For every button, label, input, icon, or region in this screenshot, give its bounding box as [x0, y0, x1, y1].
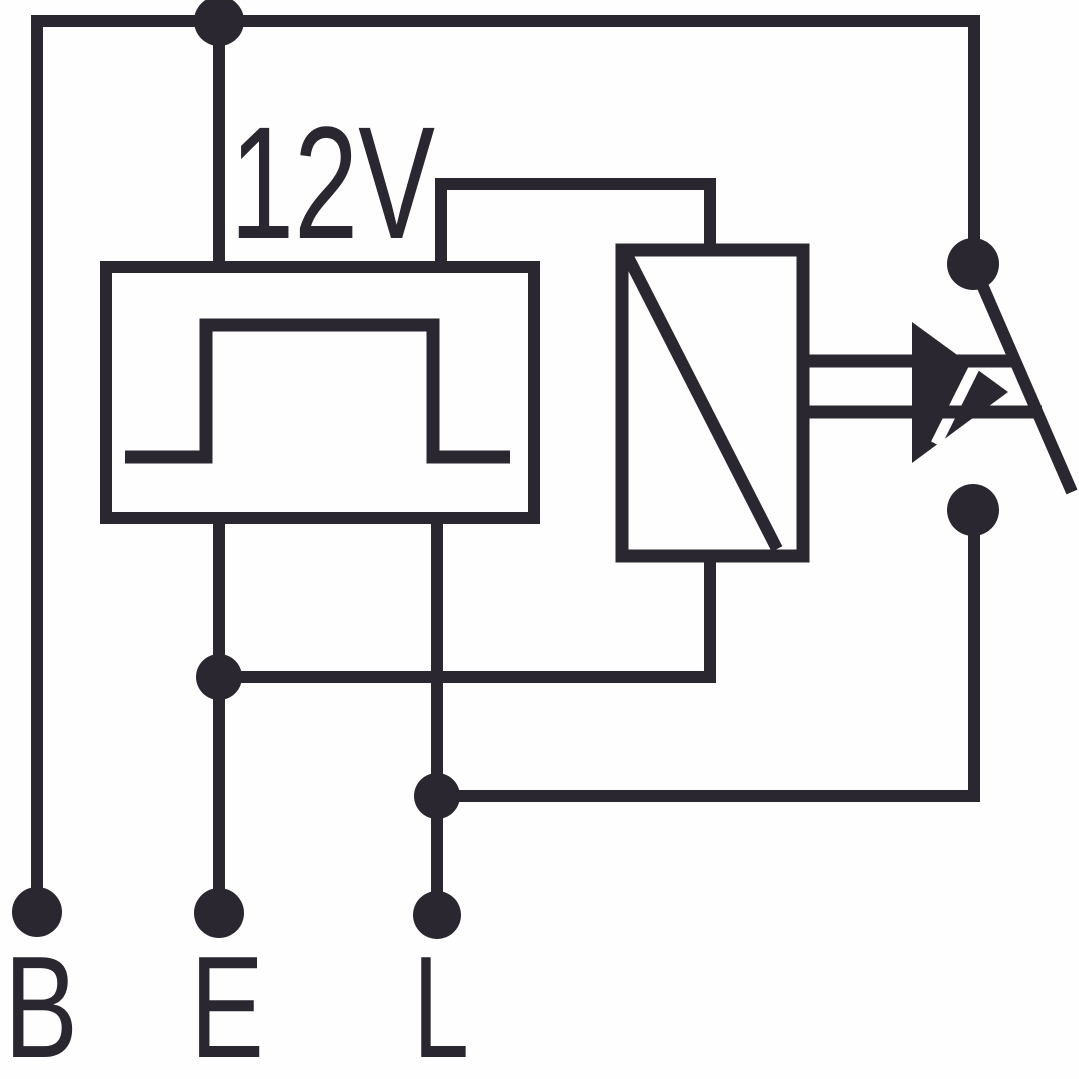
wire-flasher-to-relay-coil-top	[435, 178, 716, 267]
terminal-l-label: L	[413, 926, 469, 1079]
wire-b-terminal-top-rail-switch	[31, 15, 980, 912]
relay-coil-outline	[615, 243, 810, 563]
wire-e-junction-to-relay-coil-bottom	[219, 556, 716, 683]
terminal-e-dot	[194, 888, 244, 938]
terminal-b-label: B	[4, 926, 78, 1079]
flasher-unit-box	[100, 261, 540, 524]
terminal-e-label: E	[190, 926, 264, 1079]
wire-l-junction-to-lower-contact	[437, 510, 980, 802]
switch-lower-contact-dot	[947, 484, 999, 536]
l-wire-junction-dot	[414, 773, 460, 819]
flasher-unit-outline	[100, 261, 540, 524]
e-wire-junction-dot	[196, 654, 242, 700]
flasher-element-symbol	[125, 318, 510, 464]
terminal-l-dot	[413, 891, 461, 939]
switch-contact-arm	[967, 261, 1078, 495]
relay-coil-diagonal	[622, 254, 783, 552]
relay-coil-box	[615, 243, 810, 563]
junction-dots	[12, 0, 999, 939]
voltage-label: 12V	[230, 93, 435, 272]
wires	[31, 15, 980, 915]
top-rail-junction-dot	[194, 0, 244, 46]
terminal-b-dot	[12, 887, 62, 937]
arrow-notch	[931, 331, 996, 447]
switch-upper-contact-dot	[947, 238, 999, 290]
